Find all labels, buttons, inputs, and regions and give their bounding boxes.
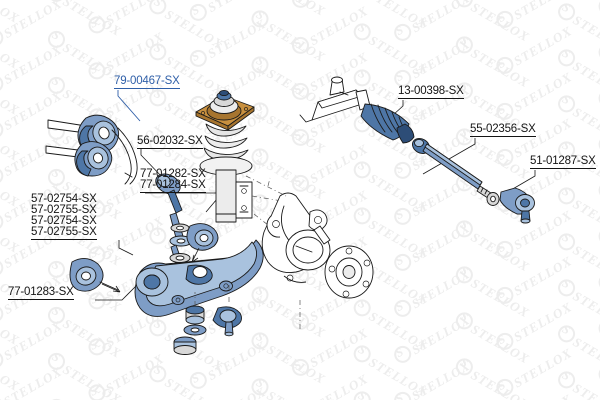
part-label-outer-tie-rod-end: 51-01287-SX [530,155,596,169]
part-label-link-washer-set: 57-02754-SX [31,193,97,206]
part-label-control-arm-bushing-upper: 77-01282-SX [140,168,206,181]
outer-tie-rod-end [499,187,535,224]
lower-control-arm [69,223,264,337]
part-number-text: 77-01282-SX [140,168,206,180]
part-label-link-washer-set: 57-02755-SX [31,226,97,240]
part-number-text: 57-02755-SX [31,204,97,216]
part-label-steering-rack-boot: 13-00398-SX [398,85,464,99]
part-number-text: 77-01284-SX [140,179,206,193]
inner-tie-rod [412,138,495,201]
part-label-stabilizer-link: 56-02032-SX [137,135,203,149]
stabilizer-bar-assembly [45,114,138,185]
part-label-inner-tie-rod: 55-02356-SX [470,123,536,137]
steering-knuckle-and-hub [245,175,374,330]
part-label-control-arm-bushing-lower: 77-01284-SX [140,179,206,193]
part-number-text: 57-02755-SX [31,226,97,240]
part-number-text: 57-02754-SX [31,193,97,205]
part-number-text: 13-00398-SX [398,85,464,99]
part-number-text: 51-01287-SX [530,155,596,169]
strut-assembly [195,89,289,237]
steering-rack-assembly [299,76,535,224]
part-number-text: 55-02356-SX [470,123,536,137]
part-number-text: 79-00467-SX [114,75,180,89]
part-number-text: 77-01283-SX [8,286,74,300]
part-label-link-washer-set: 57-02755-SX [31,204,97,217]
part-label-control-arm-front-bushing: 77-01283-SX [8,286,74,300]
part-label-link-washer-set: 57-02754-SX [31,215,97,228]
part-number-text: 56-02032-SX [137,135,203,149]
steering-rack-boot [360,103,415,144]
part-number-text: 57-02754-SX [31,215,97,227]
part-label-stabilizer-bar-bushing: 79-00467-SX [114,75,180,89]
